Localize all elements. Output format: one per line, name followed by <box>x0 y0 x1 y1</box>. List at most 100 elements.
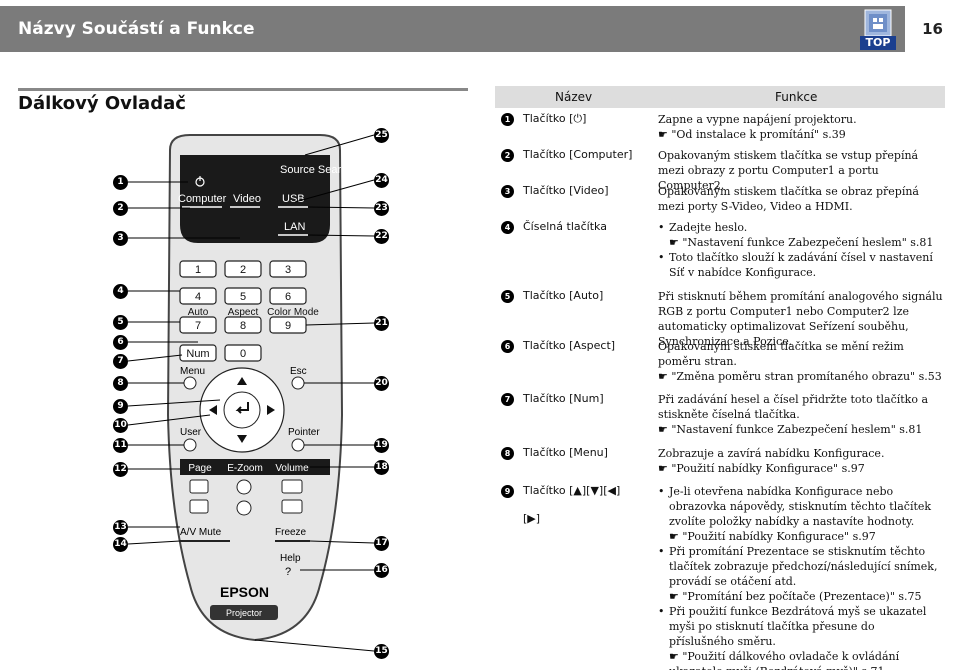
aspect-label: Aspect <box>228 307 259 318</box>
top-button[interactable]: TOP <box>857 6 899 50</box>
section-rule <box>18 88 468 91</box>
user-label: User <box>180 427 202 438</box>
key-6[interactable] <box>269 287 307 305</box>
row-number: 3 <box>501 185 514 198</box>
page-down-button[interactable] <box>189 499 209 514</box>
key-0[interactable] <box>224 344 262 362</box>
key-1-label: 1 <box>195 264 201 276</box>
row-name: Tlačítko [Auto] <box>523 289 604 302</box>
row-desc: Opakovaným stiskem tlačítka se mění reži… <box>658 339 943 384</box>
callout-24: 24 <box>374 173 389 188</box>
volume-down-button[interactable] <box>281 499 303 514</box>
cross-reference-link[interactable]: "Použití nabídky Konfigurace" s.97 <box>658 529 943 544</box>
key-8[interactable] <box>224 316 262 334</box>
projector-label: Projector <box>226 608 262 618</box>
zoom-in-button[interactable] <box>236 479 252 495</box>
callout-9: 9 <box>113 399 128 414</box>
callout-11: 11 <box>113 438 128 453</box>
row-desc: Při zadávání hesel a čísel přidržte toto… <box>658 392 943 437</box>
page-header: Názvy Součástí a Funkce TOP 16 <box>0 0 960 62</box>
key-9-label: 9 <box>285 320 291 332</box>
callout-21: 21 <box>374 316 389 331</box>
row-number: 2 <box>501 149 514 162</box>
video-label: Video <box>233 193 261 205</box>
row-name: Tlačítko [Aspect] <box>523 339 616 352</box>
key-num[interactable] <box>179 344 217 362</box>
esc-button[interactable] <box>291 376 305 390</box>
esc-label: Esc <box>290 366 307 377</box>
key-4[interactable] <box>179 287 217 305</box>
header-bar <box>0 6 905 52</box>
callout-19: 19 <box>374 438 389 453</box>
home-icon <box>864 9 892 37</box>
cross-reference-link[interactable]: "Nastavení funkce Zabezpečení heslem" s.… <box>658 422 943 437</box>
row-desc: Opakovaným stiskem tlačítka se vstup pře… <box>658 149 919 192</box>
power-icon <box>195 176 205 187</box>
key-3[interactable] <box>269 260 307 278</box>
row-name: Tlačítko [Video] <box>523 184 609 197</box>
page-number: 16 <box>922 20 943 38</box>
callout-10: 10 <box>113 418 128 433</box>
cross-reference-link[interactable]: "Promítání bez počítače (Prezentace)" s.… <box>658 589 943 604</box>
row-desc: Zapne a vypne napájení projektoru. "Od i… <box>658 112 943 142</box>
cross-reference-link[interactable]: "Od instalace k promítání" s.39 <box>658 127 943 142</box>
av-mute-label: A/V Mute <box>180 527 222 538</box>
cross-reference-link[interactable]: "Použití dálkového ovladače k ovládání u… <box>658 649 943 670</box>
key-5-label: 5 <box>240 291 246 303</box>
key-5[interactable] <box>224 287 262 305</box>
menu-label: Menu <box>180 366 205 377</box>
menu-button[interactable] <box>183 376 197 390</box>
arrow-left-icon <box>209 405 217 415</box>
key-0-label: 0 <box>240 348 246 360</box>
key-2[interactable] <box>224 260 262 278</box>
callout-7: 7 <box>113 354 128 369</box>
row-name: Tlačítko [Menu] <box>523 446 608 459</box>
row-number: 9 <box>501 485 514 498</box>
row-number: 5 <box>501 290 514 303</box>
cross-reference-link[interactable]: "Nastavení funkce Zabezpečení heslem" s.… <box>658 235 943 250</box>
row-desc: Zadejte heslo. "Nastavení funkce Zabezpe… <box>658 220 943 280</box>
callout-12: 12 <box>113 462 128 477</box>
enter-icon <box>235 402 249 414</box>
callout-1: 1 <box>113 175 128 190</box>
callout-4: 4 <box>113 284 128 299</box>
callout-20: 20 <box>374 376 389 391</box>
pointer-button[interactable] <box>291 438 305 452</box>
key-1[interactable] <box>179 260 217 278</box>
epson-logo: EPSON <box>220 584 269 600</box>
callout-23: 23 <box>374 201 389 216</box>
cross-reference-link[interactable]: "Změna poměru stran promítaného obrazu" … <box>658 369 943 384</box>
row-number: 6 <box>501 340 514 353</box>
row-name: Tlačítko [⏻] <box>523 112 587 125</box>
volume-up-button[interactable] <box>281 479 303 494</box>
key-3-label: 3 <box>285 264 291 276</box>
key-8-label: 8 <box>240 320 246 332</box>
row-desc: Při stisknutí během promítání analogovéh… <box>658 290 943 348</box>
computer-label: Computer <box>178 193 227 205</box>
callout-13: 13 <box>113 520 128 535</box>
volume-label: Volume <box>275 463 309 474</box>
callout-6: 6 <box>113 335 128 350</box>
auto-label: Auto <box>188 307 209 318</box>
row-name: Tlačítko [Num] <box>523 392 604 405</box>
source-search-label: Source Search <box>280 164 353 176</box>
help-label: Help <box>280 553 301 564</box>
page-up-button[interactable] <box>189 479 209 494</box>
user-button[interactable] <box>183 438 197 452</box>
callout-8: 8 <box>113 376 128 391</box>
row-desc: Opakovaným stiskem tlačítka se obraz pře… <box>658 185 919 213</box>
help-button[interactable]: ? <box>285 566 291 578</box>
key-7[interactable] <box>179 316 217 334</box>
key-7-label: 7 <box>195 320 201 332</box>
cross-reference-link[interactable]: "Použití nabídky Konfigurace" s.97 <box>658 461 943 476</box>
arrow-down-icon <box>237 435 247 443</box>
row-number: 8 <box>501 447 514 460</box>
pointer-label: Pointer <box>288 427 320 438</box>
remote-top-panel <box>180 155 330 243</box>
row-desc: Zobrazuje a zavírá nabídku Konfigurace. … <box>658 446 943 476</box>
num-label: Num <box>186 348 209 360</box>
zoom-out-button[interactable] <box>236 500 252 516</box>
row-name: Číselná tlačítka <box>523 220 607 233</box>
remote-control-illustration: Source Search Computer Video USB LAN 1 2… <box>110 115 400 670</box>
callout-2: 2 <box>113 201 128 216</box>
